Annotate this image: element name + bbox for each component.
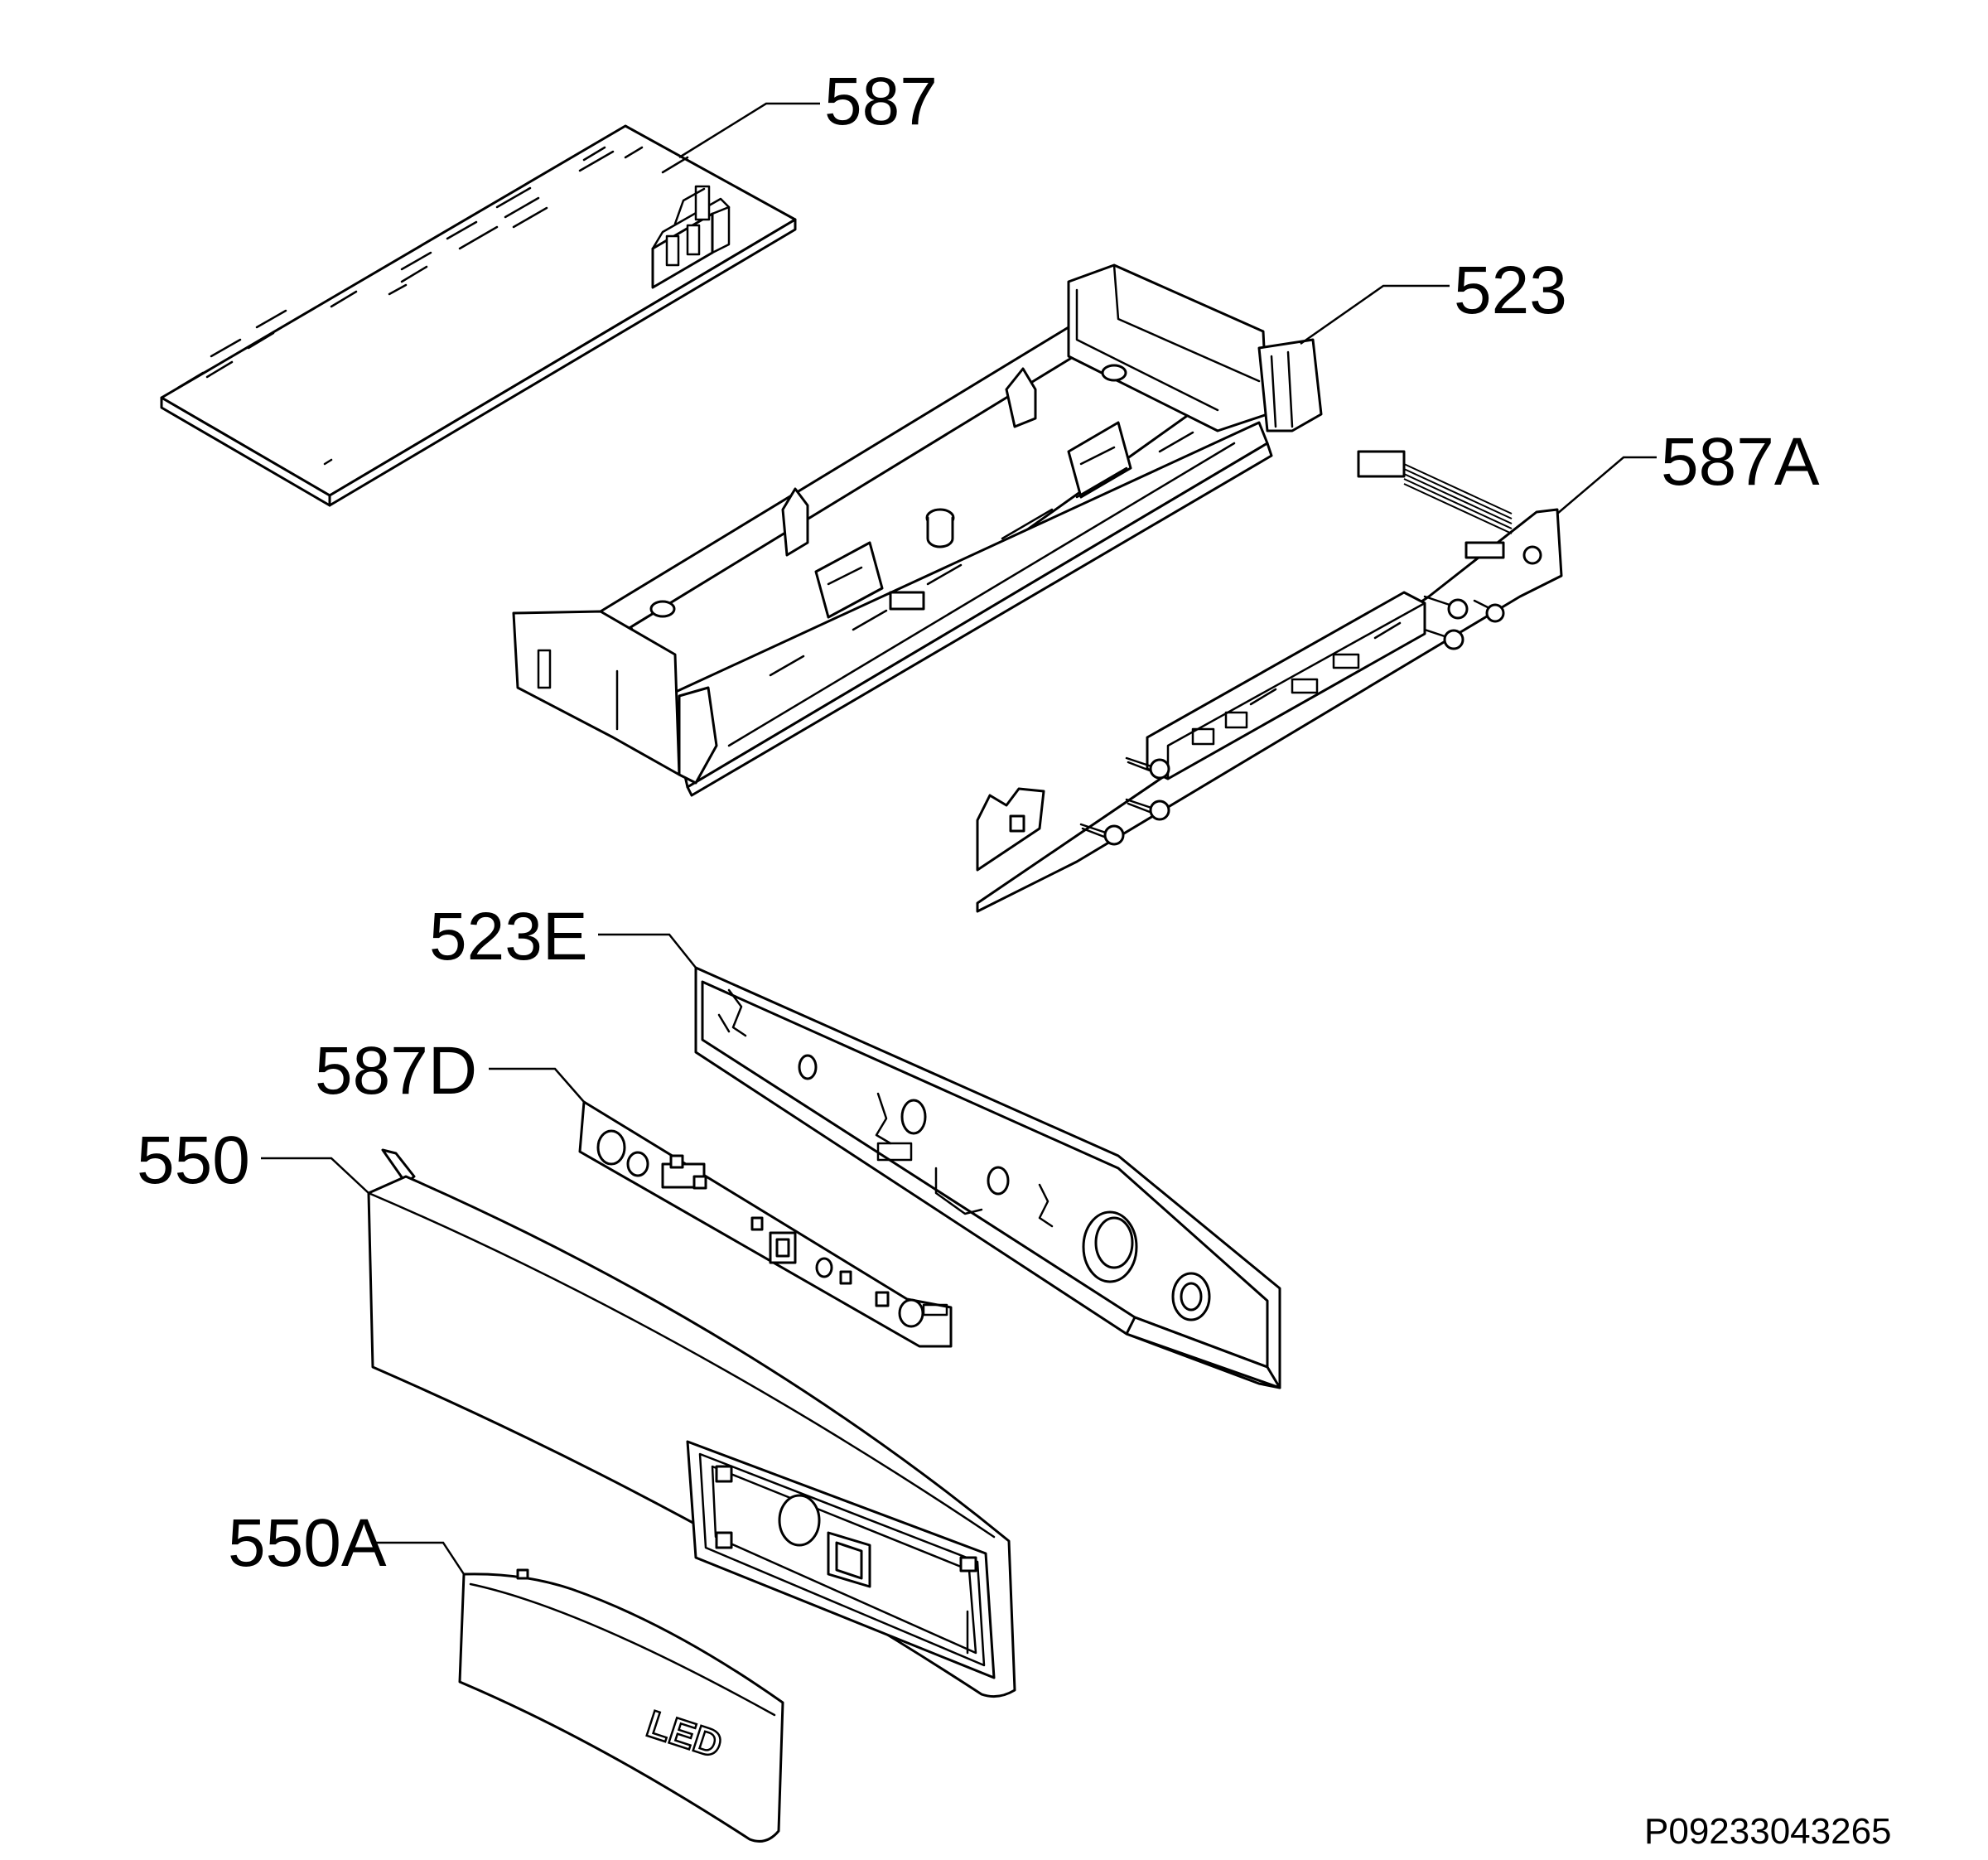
part-587D-keypad-pcb: [578, 1100, 953, 1348]
leader-523E: [598, 933, 697, 969]
callout-523E: 523E: [429, 899, 588, 974]
part-550A-led-cap: LED: [458, 1568, 784, 1843]
callout-550A: 550A: [228, 1505, 387, 1581]
callout-587: 587: [824, 64, 938, 139]
leader-lines: [261, 102, 1657, 1575]
part-523-housing-tray: [512, 263, 1323, 797]
callout-587A: 587A: [1661, 424, 1820, 500]
part-587-control-board: [160, 124, 797, 507]
part-587A-display-pcb: [976, 450, 1563, 913]
callout-587D: 587D: [315, 1033, 477, 1109]
leader-550A: [374, 1541, 466, 1575]
part-550-front-cover: [367, 1148, 1016, 1698]
callout-550: 550: [137, 1123, 250, 1198]
part-523E-frame: [694, 966, 1281, 1389]
leader-587: [678, 102, 820, 159]
leader-523: [1300, 284, 1450, 345]
callout-523: 523: [1454, 253, 1567, 328]
leader-550: [261, 1157, 369, 1194]
leader-587A: [1556, 456, 1657, 515]
drawing-reference: P09233043265: [1644, 1811, 1892, 1852]
leader-587D: [489, 1067, 585, 1103]
